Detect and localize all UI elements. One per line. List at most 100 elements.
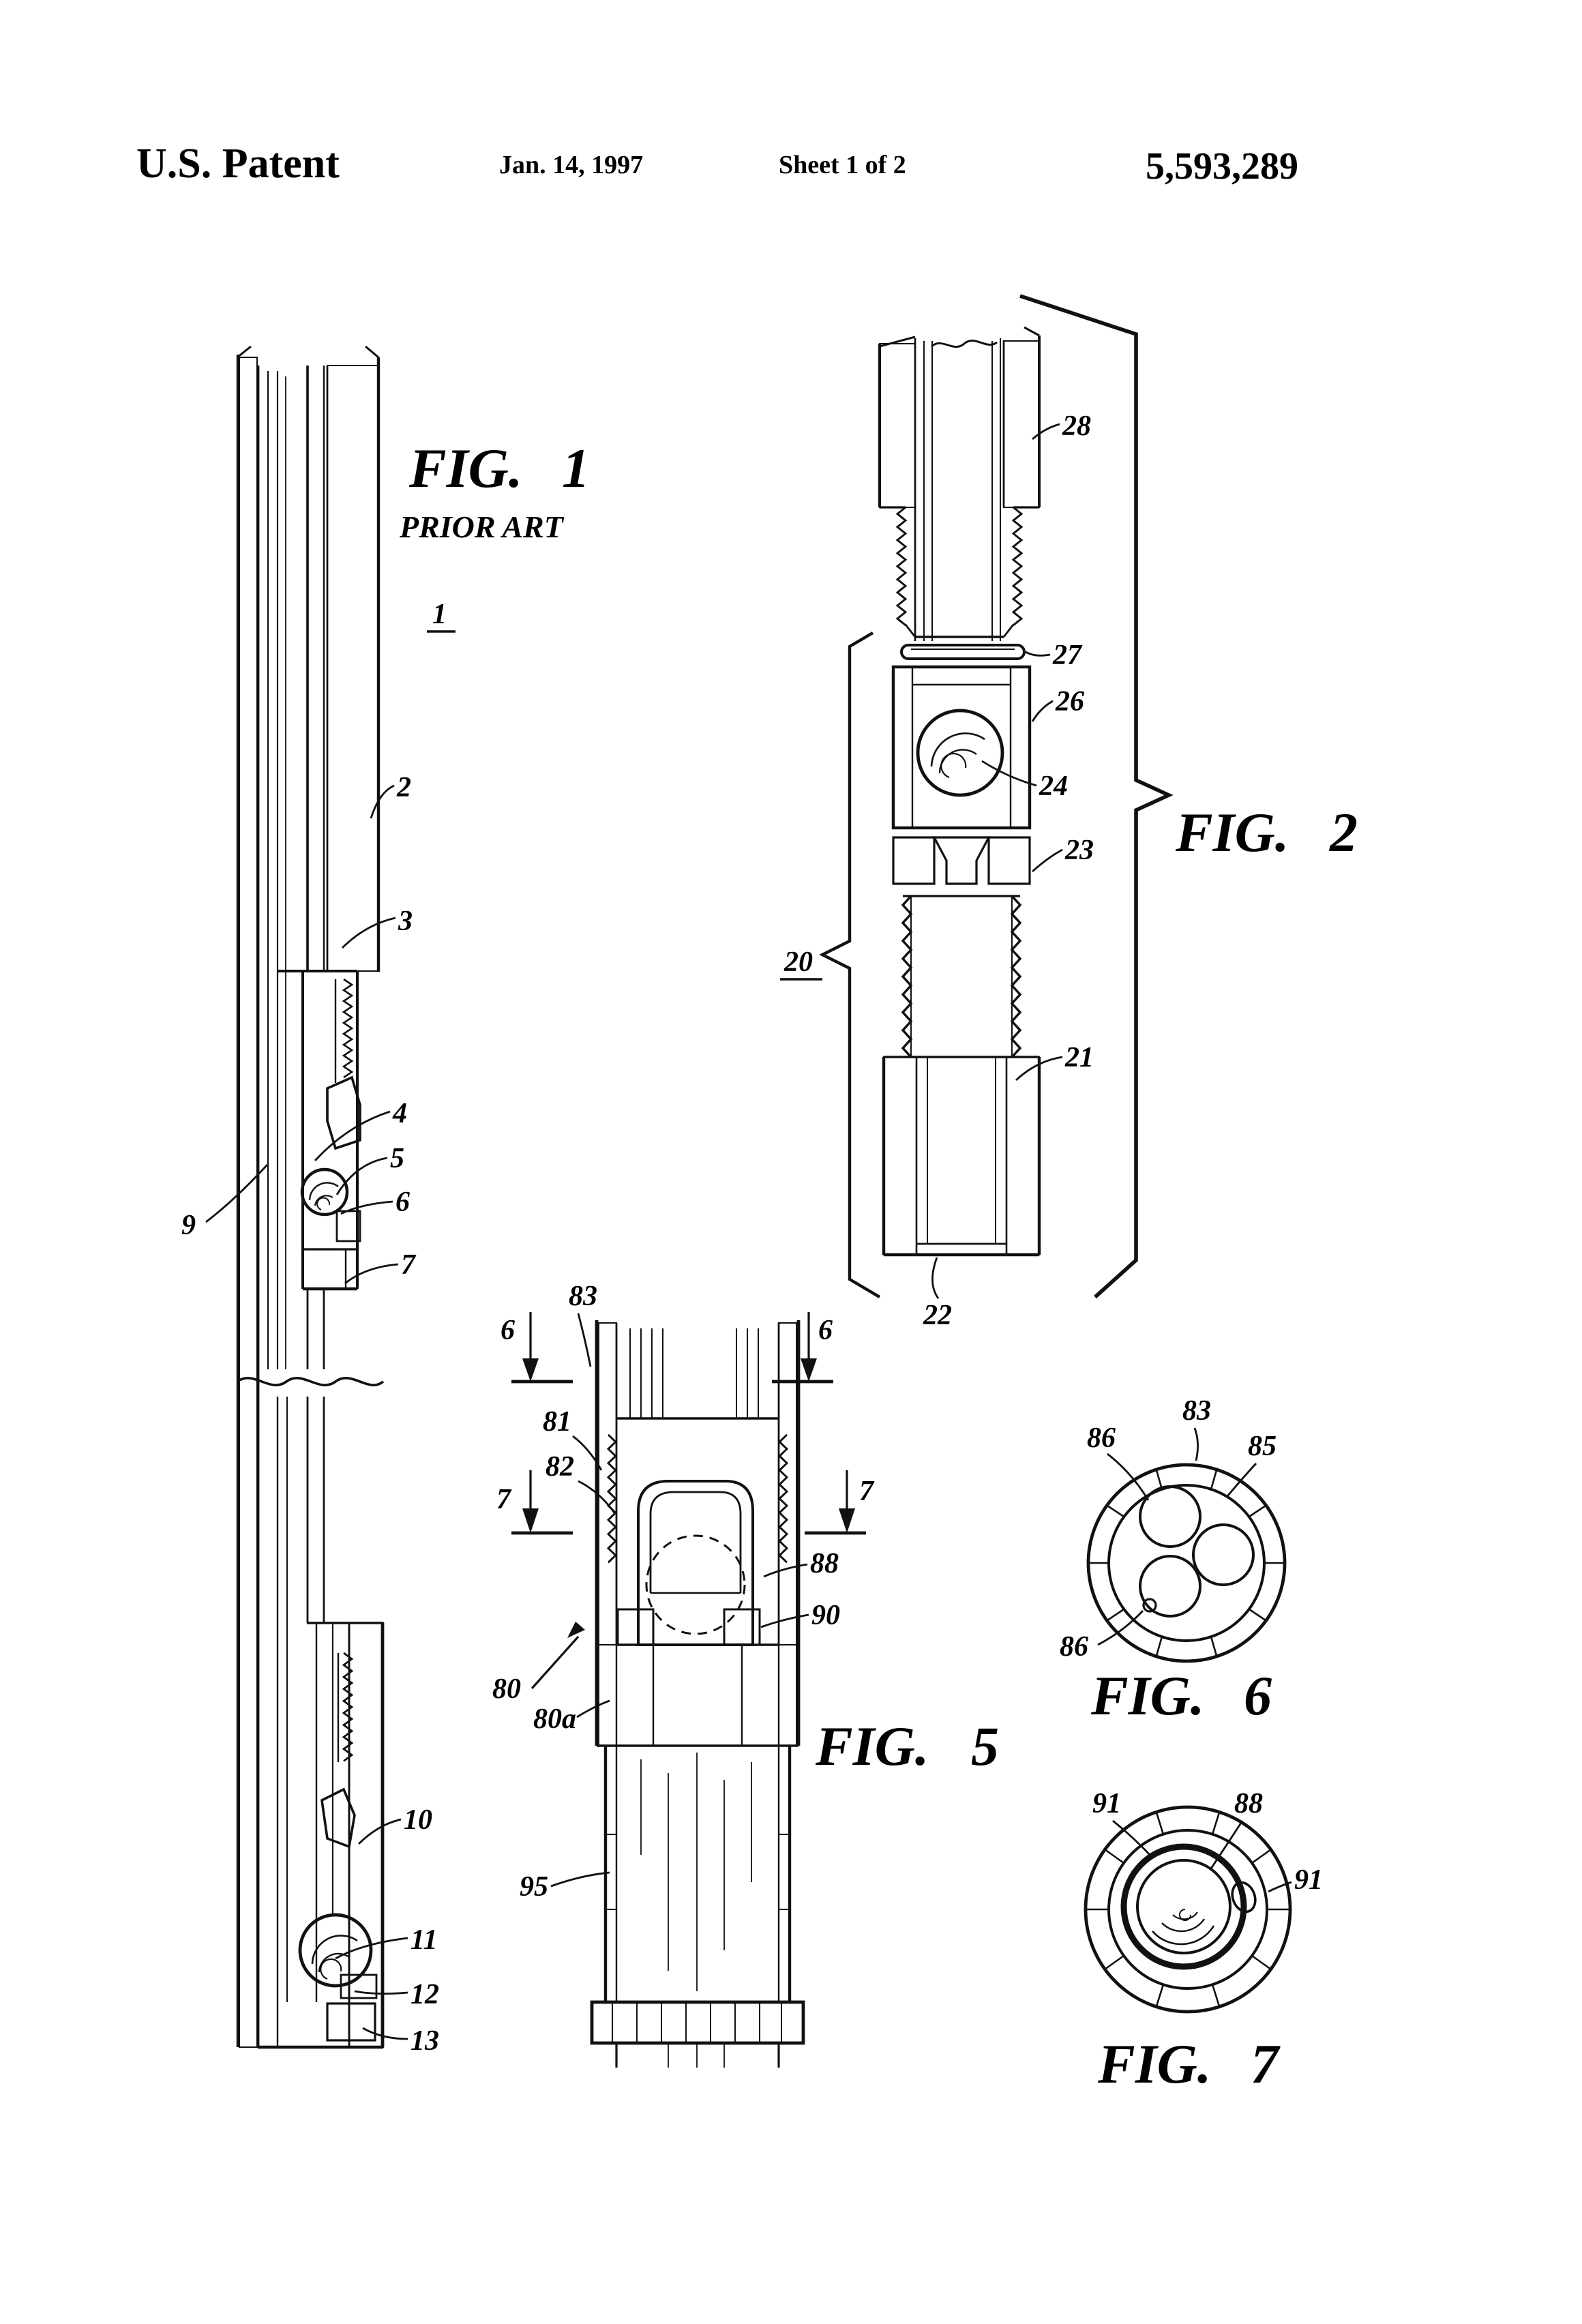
fig5-leader-80a bbox=[576, 1699, 610, 1718]
fig7-ref-88: 88 bbox=[1234, 1788, 1263, 1819]
fig1-ref-11: 11 bbox=[411, 1924, 438, 1956]
fig6-leaders bbox=[1097, 1427, 1257, 1646]
fig2-ref-28: 28 bbox=[1062, 411, 1091, 442]
fig1-leader-10 bbox=[358, 1818, 402, 1845]
figure-1: FIG. 1 PRIOR ART 1 2 3 4 5 6 7 9 10 11 1… bbox=[181, 345, 590, 2057]
fig5-leader-90 bbox=[760, 1613, 809, 1628]
fig1-leaders bbox=[205, 784, 408, 2040]
fig2-ref-26: 26 bbox=[1055, 686, 1084, 717]
fig5-section6-right: 6 bbox=[818, 1315, 833, 1346]
fig2-leader-24 bbox=[981, 760, 1037, 787]
fig6-leader-83 bbox=[1193, 1427, 1199, 1461]
fig5-ref-80a: 80a bbox=[533, 1703, 576, 1735]
fig5-section7-right: 7 bbox=[859, 1476, 875, 1507]
fig5-label-word: FIG. bbox=[815, 1715, 929, 1777]
fig5-ref-81: 81 bbox=[543, 1406, 571, 1437]
fig7-label-number: 7 bbox=[1251, 2033, 1281, 2095]
fig1-ref-13: 13 bbox=[411, 2025, 439, 2057]
fig2-ref-27: 27 bbox=[1052, 640, 1083, 671]
fig5-leader-83 bbox=[577, 1313, 592, 1367]
fig7-leaders bbox=[1112, 1819, 1292, 1893]
fig2-ref-23: 23 bbox=[1064, 835, 1094, 866]
fig6-ref-86-lower: 86 bbox=[1060, 1631, 1088, 1663]
fig5-leader-95 bbox=[550, 1871, 610, 1888]
fig6-ref-85: 85 bbox=[1248, 1431, 1277, 1462]
figure-5: 6 6 7 7 83 81 82 88 90 80 80a 95 FIG. 5 bbox=[492, 1281, 999, 2068]
fig1-leader-6 bbox=[340, 1200, 393, 1215]
fig6-ref-83: 83 bbox=[1182, 1395, 1211, 1427]
fig1-ref-6: 6 bbox=[395, 1187, 410, 1218]
fig5-leader-81 bbox=[572, 1435, 603, 1471]
fig2-group-bracket bbox=[819, 631, 881, 1298]
fig7-ref-91-left: 91 bbox=[1092, 1788, 1121, 1819]
fig1-leader-12 bbox=[354, 1990, 408, 1995]
fig1-label-number: 1 bbox=[562, 437, 590, 499]
fig1-leader-3 bbox=[342, 917, 396, 949]
fig7-label-word: FIG. bbox=[1097, 2033, 1211, 2095]
fig5-ref-90: 90 bbox=[811, 1600, 840, 1631]
fig1-ref-5: 5 bbox=[390, 1143, 404, 1174]
fig2-leader-21 bbox=[1015, 1056, 1063, 1082]
fig2-ref-24: 24 bbox=[1039, 771, 1068, 802]
fig1-leader-9 bbox=[205, 1164, 269, 1223]
fig6-leader-86-upper bbox=[1107, 1452, 1150, 1501]
fig7-ref-91-right: 91 bbox=[1294, 1864, 1323, 1896]
patent-number: 5,593,289 bbox=[1146, 145, 1298, 188]
fig5-ref-82: 82 bbox=[546, 1451, 574, 1483]
issue-date: Jan. 14, 1997 bbox=[499, 151, 643, 179]
fig2-figure-bracket bbox=[1019, 294, 1174, 1299]
fig2-leader-22 bbox=[931, 1257, 940, 1299]
fig1-ref-9: 9 bbox=[181, 1210, 196, 1241]
fig1-leader-7 bbox=[344, 1263, 399, 1285]
fig7-leader-91-left bbox=[1112, 1819, 1152, 1857]
patent-office-title: U.S. Patent bbox=[136, 140, 340, 187]
fig2-leader-26 bbox=[1031, 700, 1054, 722]
fig5-label-number: 5 bbox=[971, 1715, 999, 1777]
fig5-ref-95: 95 bbox=[520, 1871, 548, 1903]
fig2-ref-22: 22 bbox=[923, 1300, 952, 1331]
fig6-leader-86-lower bbox=[1097, 1610, 1144, 1646]
fig2-drawing bbox=[819, 294, 1174, 1299]
fig1-leader-11 bbox=[335, 1937, 408, 1960]
fig1-ref-4: 4 bbox=[392, 1098, 407, 1129]
fig2-leaders bbox=[931, 423, 1063, 1299]
fig6-drawing bbox=[1086, 1463, 1287, 1663]
fig1-ref-2: 2 bbox=[396, 772, 411, 803]
fig6-label-word: FIG. bbox=[1090, 1665, 1204, 1727]
fig1-leader-13 bbox=[362, 2027, 408, 2040]
figure-6: 86 83 85 86 FIG. 6 bbox=[1060, 1395, 1287, 1727]
fig6-label-number: 6 bbox=[1244, 1665, 1272, 1727]
sheet-header: U.S. Patent Jan. 14, 1997 Sheet 1 of 2 5… bbox=[136, 140, 1298, 188]
fig2-leader-28 bbox=[1032, 423, 1060, 441]
fig1-ref-3: 3 bbox=[398, 906, 413, 937]
fig6-ref-86-upper: 86 bbox=[1087, 1422, 1116, 1454]
fig5-leader-80-arrow bbox=[531, 1635, 580, 1690]
fig1-leader-2 bbox=[370, 784, 395, 819]
fig5-section7-left: 7 bbox=[496, 1484, 512, 1515]
fig1-ref-12: 12 bbox=[411, 1979, 439, 2010]
fig7-leader-88 bbox=[1210, 1820, 1244, 1869]
fig5-leader-80-arrowhead bbox=[567, 1622, 585, 1638]
fig1-ref-7: 7 bbox=[401, 1249, 417, 1281]
fig6-leader-85 bbox=[1226, 1463, 1257, 1497]
fig2-group-number: 20 bbox=[783, 947, 813, 978]
figure-2: FIG. 2 20 28 27 26 24 23 21 22 bbox=[780, 294, 1358, 1331]
figure-7: 91 88 91 FIG. 7 bbox=[1084, 1788, 1323, 2095]
fig1-label-word: FIG. bbox=[408, 437, 522, 499]
fig1-leader-5 bbox=[335, 1157, 388, 1195]
fig7-leader-91-right bbox=[1268, 1881, 1292, 1893]
fig2-ref-21: 21 bbox=[1064, 1042, 1094, 1073]
fig5-ref-83: 83 bbox=[569, 1281, 597, 1312]
fig1-leader-4 bbox=[314, 1110, 391, 1161]
fig2-leader-27 bbox=[1025, 651, 1051, 657]
fig1-assembly-number: 1 bbox=[432, 599, 447, 630]
fig5-leaders bbox=[531, 1313, 809, 1888]
fig5-ref-88: 88 bbox=[810, 1548, 839, 1579]
fig7-drawing bbox=[1084, 1805, 1292, 2014]
fig2-leader-23 bbox=[1032, 848, 1063, 873]
fig5-section6-left: 6 bbox=[501, 1315, 515, 1346]
fig1-drawing bbox=[236, 345, 385, 2049]
fig1-ref-10: 10 bbox=[404, 1804, 432, 1836]
